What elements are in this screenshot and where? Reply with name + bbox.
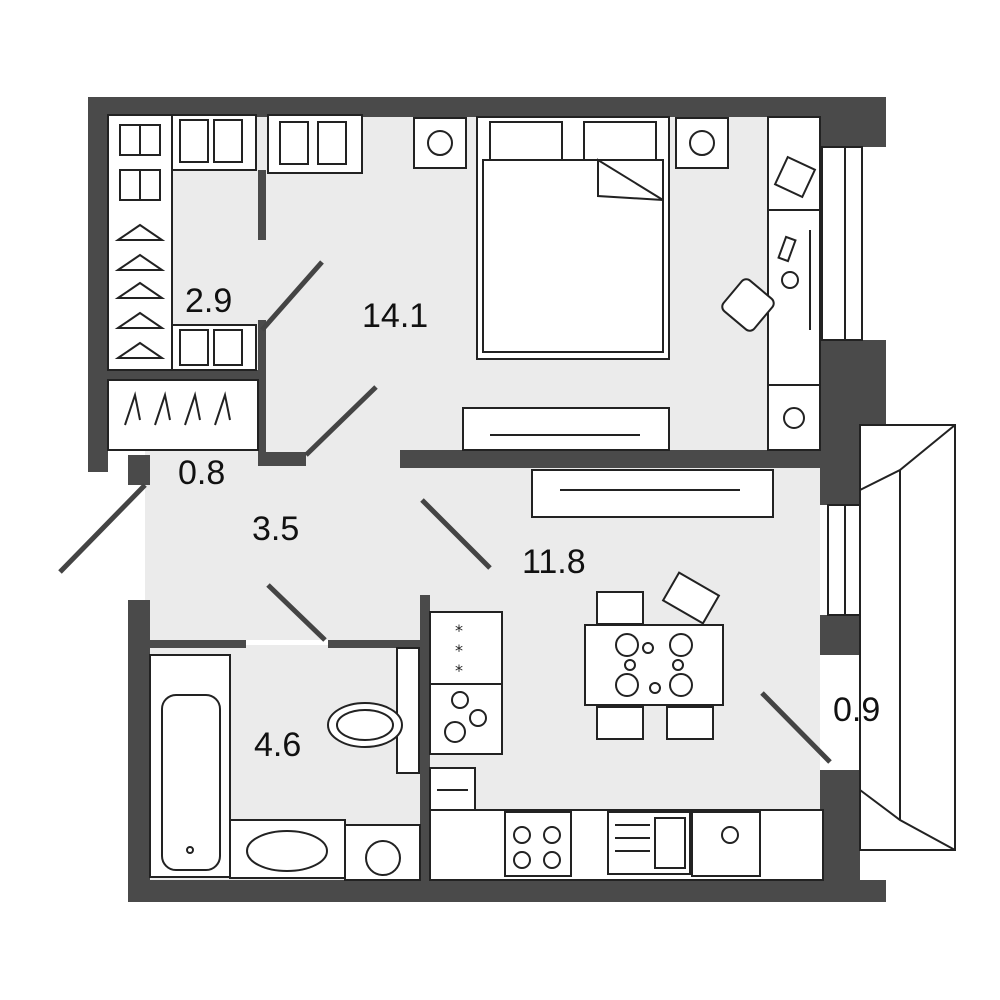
sink-icon <box>607 811 691 875</box>
wall-bottom <box>128 880 886 902</box>
room-area-bathroom: 4.6 <box>254 726 301 764</box>
windows <box>821 146 863 616</box>
wall-wardrobe-div <box>258 170 266 240</box>
svg-text:*: * <box>455 641 463 660</box>
wall-bath-top <box>150 640 246 648</box>
wall-right-mid <box>820 340 886 430</box>
wall-bedroom-kitchen <box>400 450 820 468</box>
walls <box>88 97 886 902</box>
dining-table-icon <box>584 624 724 706</box>
chair-icon <box>596 571 721 740</box>
room-area-hall: 3.5 <box>252 510 299 548</box>
bedroom-furniture <box>413 116 821 451</box>
hanger-icon <box>114 223 231 426</box>
room-area-closet: 0.8 <box>178 454 225 492</box>
tv-icon <box>462 407 670 451</box>
lamp-icon <box>689 130 715 156</box>
bed-icon <box>476 116 670 360</box>
counter-upper <box>429 611 503 685</box>
wall-closet-top <box>108 370 258 380</box>
wall-bath-kitchen <box>420 595 430 885</box>
wall-wardrobe-div2 <box>258 320 266 455</box>
sink-icon <box>229 819 346 879</box>
bathroom-furniture <box>149 647 421 881</box>
kitchen-furniture: * * * <box>429 469 824 881</box>
bathtub-icon <box>149 654 231 878</box>
svg-text:*: * <box>455 621 463 640</box>
toilet-icon <box>327 647 420 774</box>
floor-hall <box>145 450 430 640</box>
window-bedroom <box>821 146 863 341</box>
nightstand-right <box>675 117 729 169</box>
kitchen-sideboard <box>531 469 774 518</box>
svg-text:*: * <box>455 661 463 680</box>
door-swing-icon <box>58 260 832 764</box>
nightstand-left <box>413 117 467 169</box>
wardrobe-furniture <box>107 114 363 451</box>
wall-bath-top2 <box>328 640 428 648</box>
wall-left-lower <box>128 600 150 900</box>
washing-machine-icon <box>344 824 421 881</box>
stove-icon <box>504 811 572 877</box>
lamp-icon <box>427 130 453 156</box>
dishwasher-icon <box>691 811 761 877</box>
room-area-balcony: 0.9 <box>833 691 880 729</box>
wall-right-low <box>820 615 860 655</box>
desk-icon <box>721 116 821 451</box>
balcony-outline <box>859 424 956 851</box>
shirt-icon <box>119 119 347 366</box>
room-area-kitchen: 11.8 <box>522 543 586 581</box>
wall-right-top <box>820 97 886 147</box>
closet-cabinet <box>107 379 259 451</box>
wall-right-mid2 <box>820 430 860 505</box>
wall-entry-stub <box>128 455 150 485</box>
balcony <box>859 424 956 851</box>
room-area-bedroom: 14.1 <box>362 297 428 335</box>
wall-hall-bedroom <box>258 452 306 466</box>
room-area-wardrobe: 2.9 <box>185 282 232 320</box>
wall-right-bottom <box>820 770 860 890</box>
wall-top <box>88 97 886 117</box>
wall-left-upper <box>88 97 108 472</box>
